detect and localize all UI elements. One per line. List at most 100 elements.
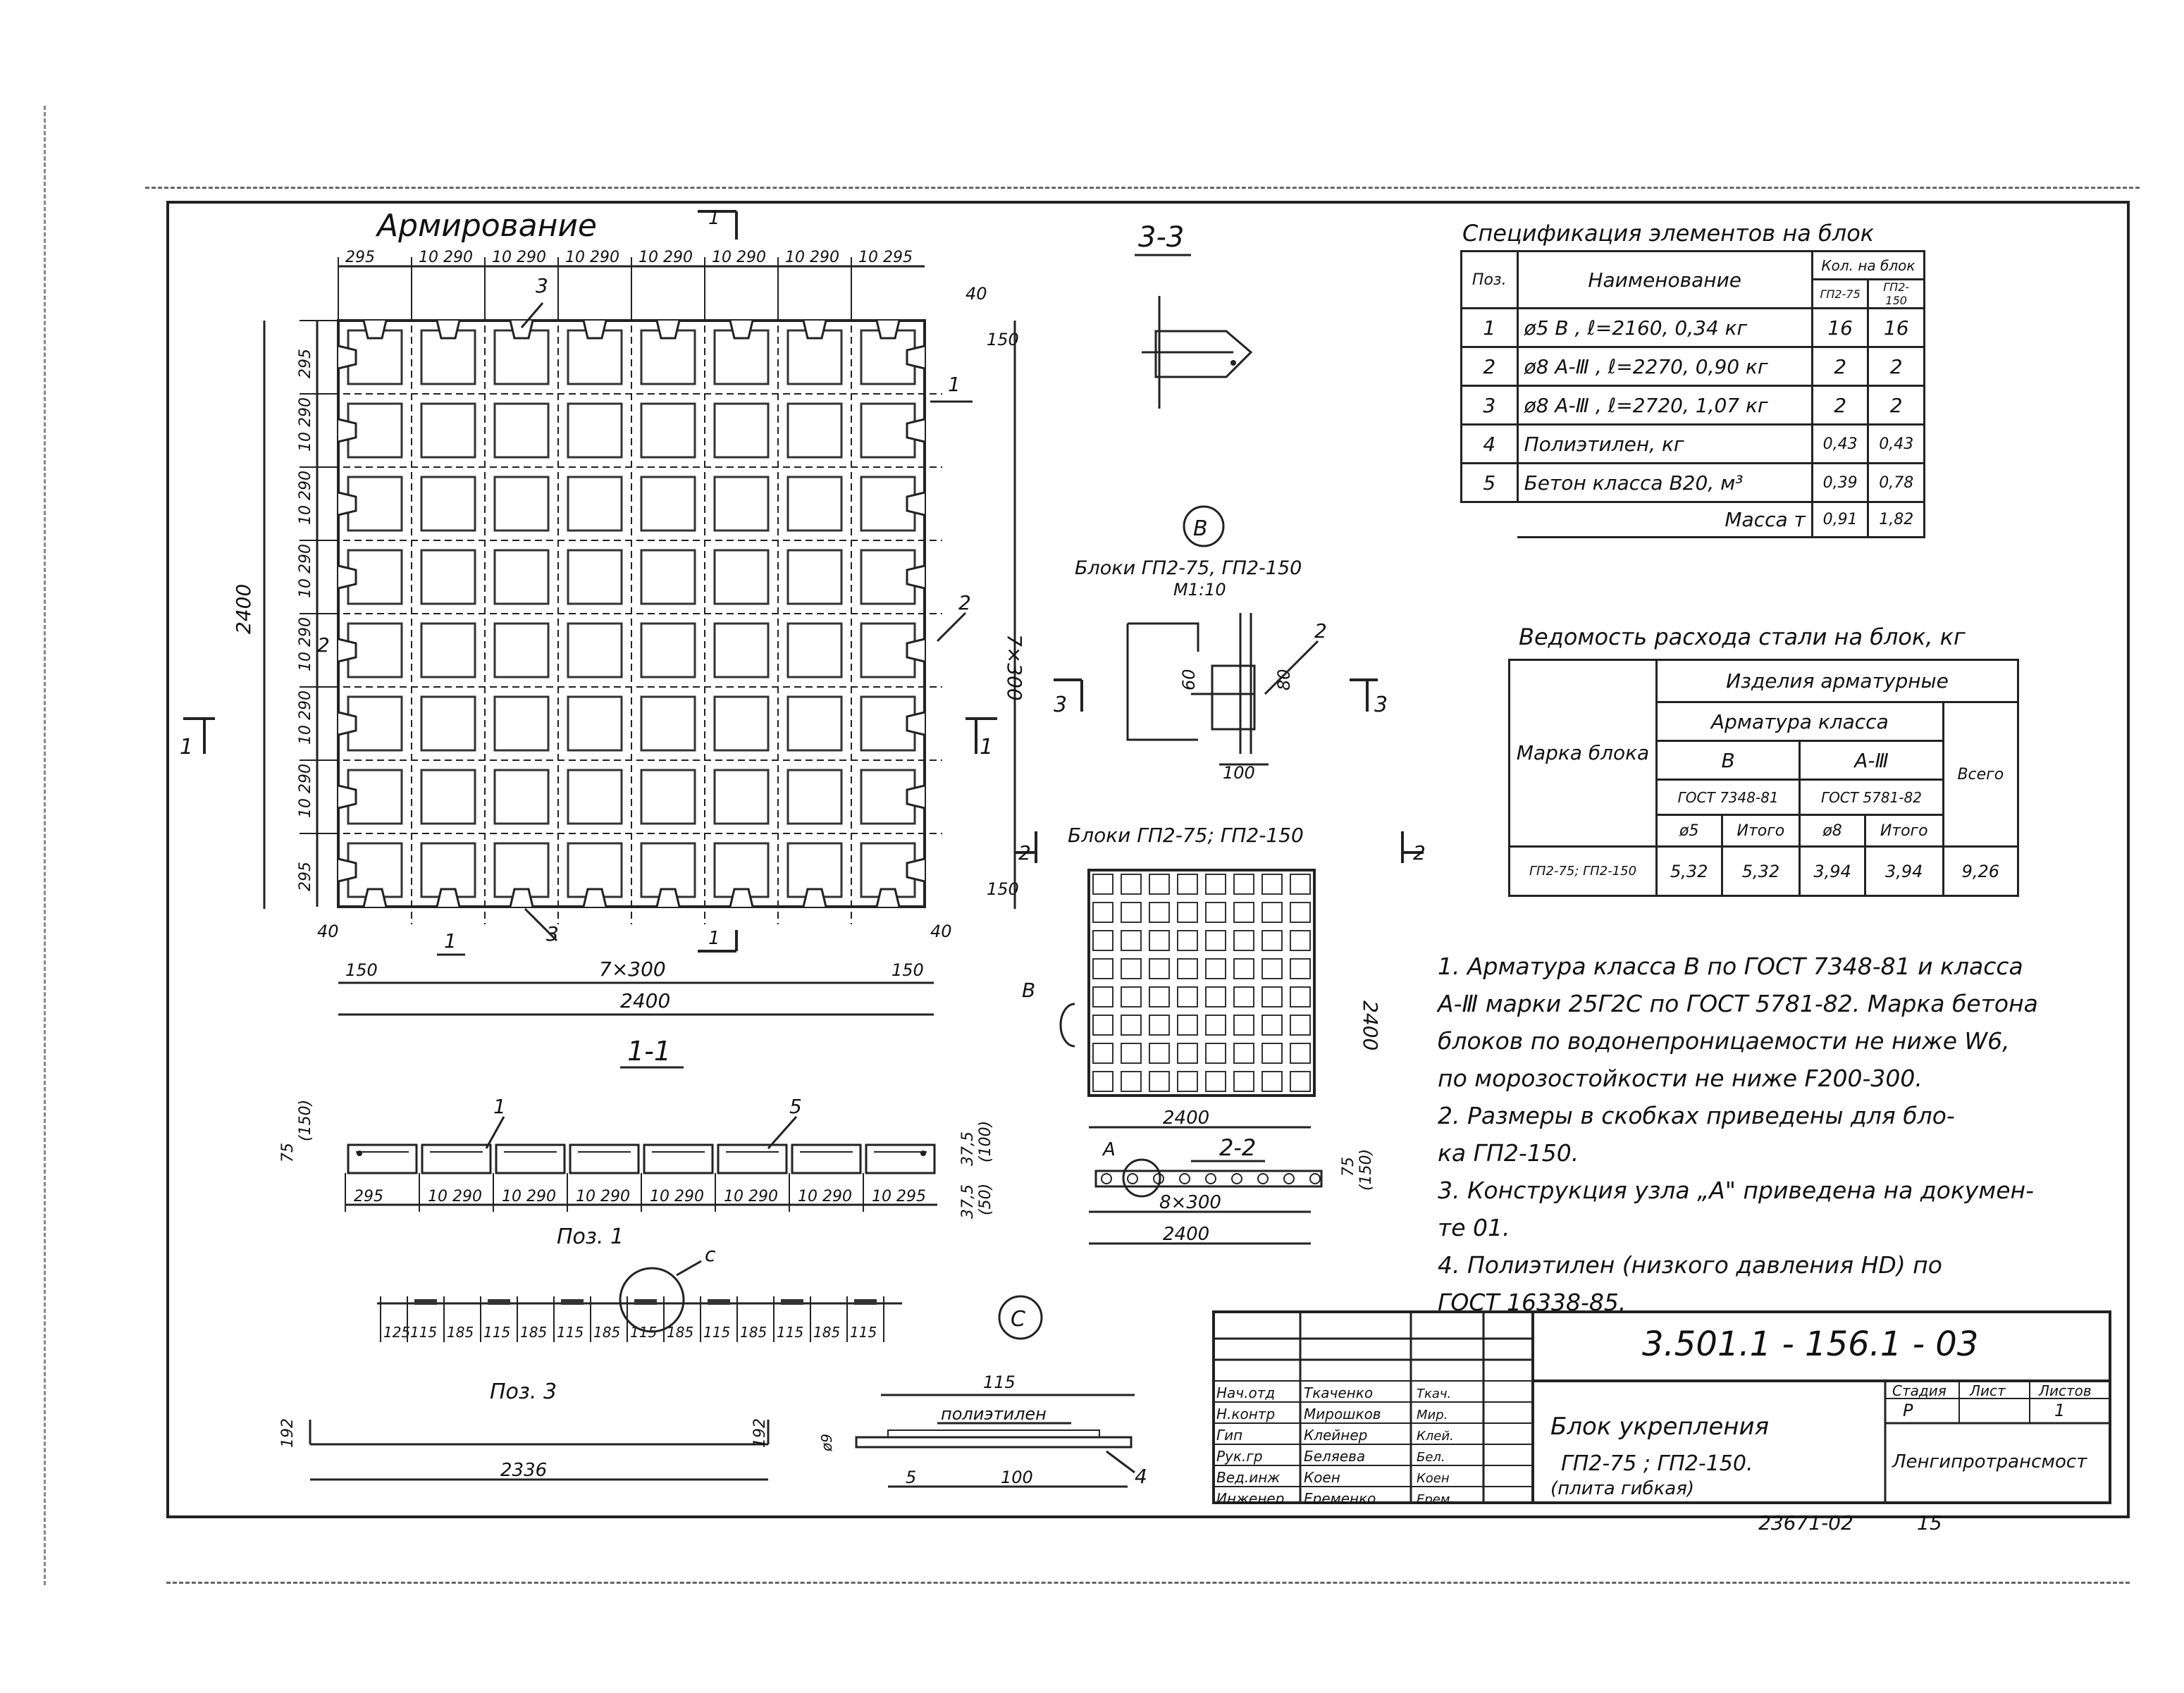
small-cell [1092, 1043, 1113, 1064]
small-cell [1177, 902, 1198, 923]
concrete-cell [567, 549, 623, 605]
top-dim-label: 10 290 [785, 249, 839, 266]
edge-notch [338, 345, 357, 370]
node-c-mark: С [1011, 1307, 1025, 1332]
section-block [569, 1143, 640, 1174]
section-mark-1-right: 1 [980, 735, 993, 759]
stage-value: Р [1903, 1401, 1913, 1420]
section-2-2-title: 2-2 [1219, 1134, 1256, 1161]
spec-row-3-a: 2 [1810, 385, 1870, 426]
left-dim-label: 10 290 [297, 764, 314, 818]
section-block [717, 1143, 788, 1174]
section-block [791, 1143, 862, 1174]
tb-signature: Ерем. [1417, 1492, 1454, 1504]
section-rebar-dot [920, 1151, 926, 1156]
concrete-cell [786, 549, 843, 605]
edge-notch [655, 888, 681, 907]
spec-row-2-pos: 2 [1460, 346, 1519, 387]
concrete-cell [786, 769, 843, 825]
edge-notch [338, 418, 357, 443]
section-mark-1-left: 1 [180, 735, 193, 759]
note-line-5: 2. Размеры в скобках приведены для бло- [1438, 1102, 1955, 1129]
edge-notch [362, 888, 388, 907]
note-line-9: 4. Полиэтилен (низкого давления HD) по [1438, 1251, 1942, 1279]
pos1-label: Поз. 1 [557, 1224, 624, 1249]
small-cell [1205, 958, 1226, 979]
steel-header-sum-b: Итого [1720, 814, 1801, 848]
edge-notch [436, 320, 461, 340]
spec-row-5-a: 0,39 [1810, 462, 1870, 503]
plan-edge-dim-left: 150 [345, 960, 378, 980]
edge-notch [906, 784, 925, 810]
top-dim-label: 10 290 [419, 249, 473, 266]
concrete-cell [786, 476, 843, 532]
concrete-cell [640, 622, 696, 678]
small-cell [1121, 958, 1142, 979]
small-cell [1261, 1071, 1283, 1092]
rebar-section [1101, 1173, 1112, 1184]
section-block [495, 1143, 566, 1174]
small-cell [1290, 930, 1311, 951]
plan-edge-40-left: 40 [317, 922, 339, 941]
tb-signature: Клей. [1417, 1429, 1454, 1444]
spec-mass-b: 1,82 [1867, 501, 1925, 538]
trim-line-left [44, 106, 46, 1585]
small-cell [1290, 902, 1311, 923]
node-b-callout-2: 2 [1314, 619, 1327, 643]
node-b-dim-60: 60 [1179, 669, 1199, 690]
edge-notch [338, 491, 357, 516]
edge-notch [906, 491, 925, 516]
small-cell [1261, 874, 1283, 895]
steel-header-d5: ø5 [1655, 814, 1723, 848]
spec-row-1-name: ø5 В , ℓ=2160, 0,34 кг [1516, 307, 1813, 348]
trim-line-bottom [166, 1582, 2130, 1584]
edge-notch [509, 320, 534, 340]
small-cell [1233, 958, 1254, 979]
small-cell [1290, 958, 1311, 979]
small-cell [1205, 986, 1226, 1007]
concrete-cell [713, 622, 770, 678]
small-cell [1121, 902, 1142, 923]
callout-2-left: 2 [317, 633, 330, 657]
concrete-cell [713, 549, 770, 605]
note-line-7: 3. Конструкция узла „А" приведена на док… [1438, 1177, 2034, 1204]
left-dim-label: 10 290 [297, 617, 314, 671]
spec-header-name: Наименование [1516, 250, 1813, 309]
steel-header-sum-aiii: Итого [1863, 814, 1944, 848]
note-line-2: А-Ⅲ марки 25Г2С по ГОСТ 5781-82. Марка б… [1438, 990, 2038, 1017]
tb-person-name: Мирошков [1304, 1406, 1381, 1422]
spec-row-3-pos: 3 [1460, 385, 1519, 426]
edge-notch [655, 320, 681, 340]
tb-role: Н.контр [1216, 1406, 1275, 1422]
pos3-dim-label: 115 [483, 1324, 510, 1341]
small-cell [1261, 902, 1283, 923]
polyethylene-pad [781, 1299, 803, 1305]
section-mark-1-top: 1 [708, 208, 720, 229]
concrete-cell [567, 402, 623, 459]
pos3-dim-label: 185 [667, 1324, 693, 1341]
polyethylene-pad [854, 1299, 877, 1305]
section-1-1-dim-37-5-top: 37,5 [959, 1131, 977, 1166]
section-mark-2-left: 2 [1018, 841, 1031, 864]
spec-row-2-b: 2 [1867, 346, 1925, 387]
section-dim-label: 295 [354, 1188, 383, 1205]
sheets-label: Листов [2039, 1382, 2092, 1399]
pos3-dim-label: 115 [777, 1324, 803, 1341]
small-block-grid [1087, 869, 1316, 1097]
concrete-cell [786, 402, 843, 459]
small-cell [1121, 986, 1142, 1007]
concrete-cell [420, 769, 476, 825]
small-cell [1205, 1043, 1226, 1064]
concrete-cell [567, 622, 623, 678]
pos3-dim-label: 115 [850, 1324, 877, 1341]
pos3-dim-label: 185 [520, 1324, 547, 1341]
concrete-cell [420, 622, 476, 678]
edge-notch [436, 888, 461, 907]
section-mark-3-left: 3 [1054, 693, 1067, 717]
small-cell [1149, 1015, 1170, 1036]
